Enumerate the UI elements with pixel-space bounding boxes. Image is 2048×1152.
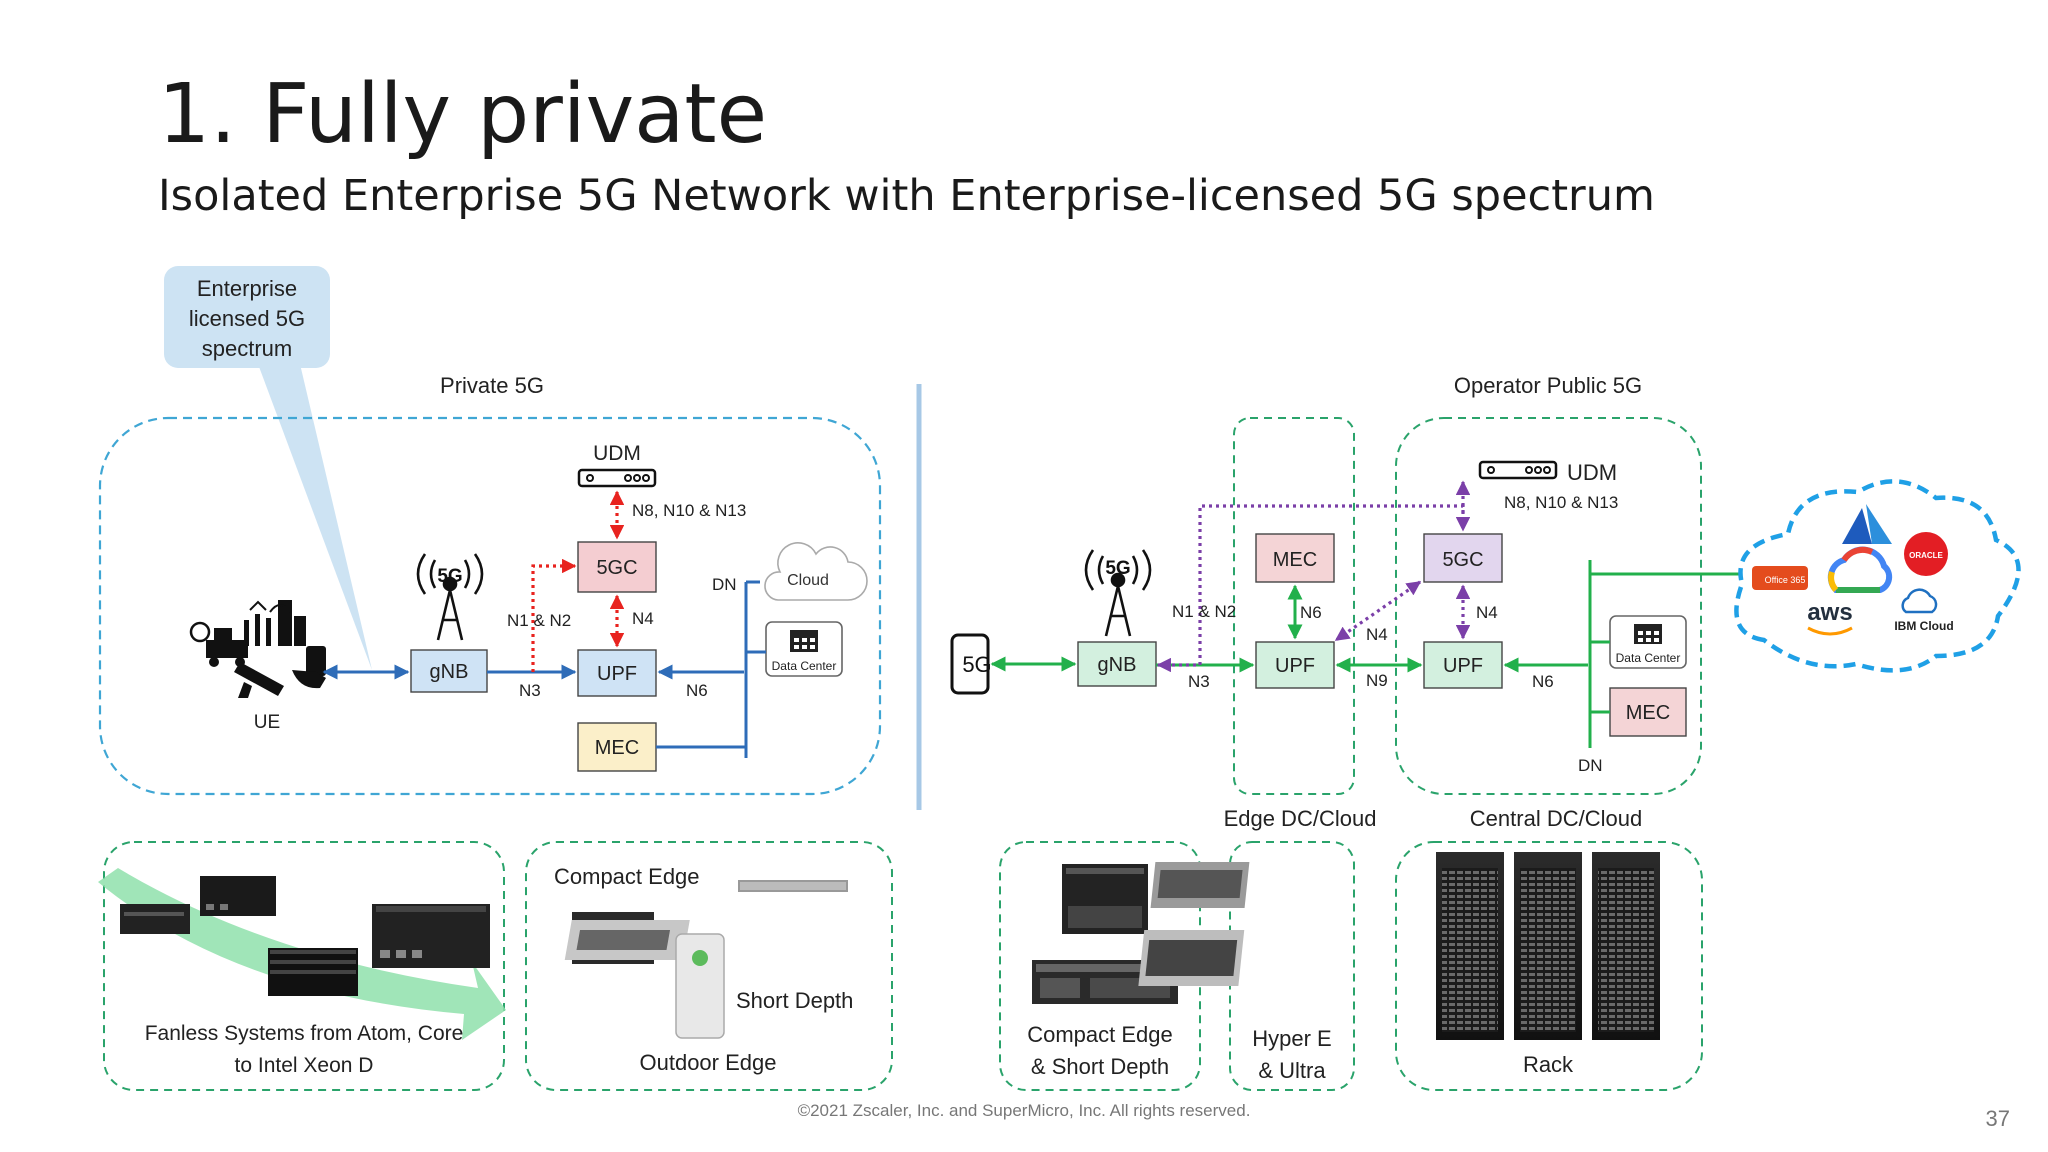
private-n4-label: N4 (632, 609, 654, 628)
operator-5gc-box (1423, 533, 1503, 583)
azure-logo (1842, 504, 1892, 544)
operator-datacenter-icon (1634, 624, 1662, 644)
private-5gc-box (577, 541, 657, 593)
phone-icon (950, 633, 990, 695)
hyper-servers-icon (1138, 862, 1250, 986)
operator-central-boundary (1395, 417, 1702, 795)
aws-text: aws (1807, 599, 1852, 626)
operator-edge-upf-box (1255, 641, 1335, 689)
private-upf-box (577, 649, 657, 697)
private-cloud-icon (764, 542, 868, 601)
phone-5g-label: 5G (962, 652, 991, 677)
page-number: 37 (1986, 1106, 2010, 1131)
private-udm-icon (577, 468, 657, 488)
google-cloud-logo (1827, 546, 1893, 593)
private-datacenter-icon (790, 630, 818, 652)
outdoor-edge-caption: Outdoor Edge (640, 1050, 777, 1075)
oracle-logo: ORACLE (1904, 532, 1948, 576)
slide-subtitle: Isolated Enterprise 5G Network with Ente… (158, 171, 1655, 221)
compact-short-caption-1: Compact Edge (1027, 1022, 1173, 1047)
operator-n4-central-label: N4 (1476, 603, 1498, 622)
operator-tower-icon (1084, 549, 1152, 637)
office365-logo: Office 365 (1752, 566, 1808, 590)
private-tower-5g: 5G (437, 566, 462, 587)
operator-datacenter-label: Data Center (1616, 651, 1681, 665)
office365-text: Office 365 (1765, 575, 1806, 585)
private-n-udm-label: N8, N10 & N13 (632, 501, 746, 520)
operator-tower-5g: 5G (1105, 558, 1130, 579)
operator-n6-central-label: N6 (1532, 672, 1554, 691)
slide-title: 1. Fully private (158, 67, 767, 162)
spectrum-callout: Enterprise licensed 5G spectrum (164, 266, 372, 670)
callout-line-3: spectrum (202, 336, 292, 361)
operator-5g-label: Operator Public 5G (1454, 373, 1642, 398)
operator-udm-label: UDM (1567, 460, 1617, 485)
private-5gc-label: 5GC (596, 557, 637, 579)
fanless-caption-2: to Intel Xeon D (235, 1054, 374, 1077)
ibm-cloud-text: IBM Cloud (1894, 619, 1953, 633)
private-udm-label: UDM (593, 442, 641, 465)
private-5g-boundary (98, 416, 882, 796)
compact-short-devices-icon (1032, 864, 1178, 1004)
operator-n1n2-label: N1 & N2 (1172, 602, 1236, 621)
hyper-caption-2: & Ultra (1258, 1058, 1326, 1083)
operator-dc-mec-box (1609, 687, 1687, 737)
central-dc-label: Central DC/Cloud (1470, 806, 1642, 831)
private-tower-icon (416, 553, 484, 641)
hyper-caption-1: Hyper E (1252, 1026, 1331, 1051)
private-dn-label: DN (712, 575, 737, 594)
private-mec-label: MEC (595, 737, 639, 759)
rack-servers-icon (1436, 852, 1660, 1040)
private-upf-label: UPF (597, 663, 637, 685)
operator-n9-label: N9 (1366, 671, 1388, 690)
ue-label: UE (254, 712, 280, 733)
private-cloud-label: Cloud (787, 572, 829, 589)
aws-logo: aws (1807, 599, 1853, 636)
hyper-box (1229, 841, 1355, 1091)
fanless-box (103, 841, 505, 1091)
operator-n4-edge-label: N4 (1366, 625, 1388, 644)
short-depth-caption: Short Depth (736, 988, 853, 1013)
operator-central-upf-label: UPF (1443, 655, 1483, 677)
edge-dc-label: Edge DC/Cloud (1224, 806, 1377, 831)
ue-devices-icon (189, 600, 326, 698)
compact-short-caption-2: & Short Depth (1031, 1054, 1169, 1079)
ibm-cloud-logo: IBM Cloud (1894, 588, 1954, 633)
operator-n6-edge-label: N6 (1300, 603, 1322, 622)
operator-udm-icon (1478, 460, 1558, 480)
operator-gnb-label: gNB (1098, 654, 1137, 676)
operator-mec-box (1255, 533, 1335, 583)
operator-gnb-box (1077, 641, 1157, 687)
operator-n-udm-label: N8, N10 & N13 (1504, 493, 1618, 512)
private-mec-box (577, 722, 657, 772)
oracle-text: ORACLE (1909, 551, 1943, 560)
private-datacenter-label: Data Center (772, 659, 837, 673)
operator-mec-label: MEC (1273, 549, 1317, 571)
operator-n3-label: N3 (1188, 672, 1210, 691)
compact-edge-title: Compact Edge (554, 864, 700, 889)
private-n3-label: N3 (519, 681, 541, 700)
operator-dn-label: DN (1578, 756, 1603, 775)
copyright-footer: ©2021 Zscaler, Inc. and SuperMicro, Inc.… (798, 1101, 1251, 1120)
operator-dc-mec-label: MEC (1626, 702, 1670, 724)
rack-caption: Rack (1523, 1052, 1574, 1077)
operator-central-upf-box (1423, 641, 1503, 689)
rack-box (1395, 841, 1703, 1091)
private-gnb-label: gNB (430, 661, 469, 683)
fanless-devices-icon (120, 876, 490, 996)
callout-line-2: licensed 5G (189, 306, 305, 331)
operator-edge-upf-label: UPF (1275, 655, 1315, 677)
operator-5gc-label: 5GC (1442, 549, 1483, 571)
public-cloud-outline (1734, 479, 2021, 673)
private-n6-label: N6 (686, 681, 708, 700)
compact-edge-devices-icon (564, 880, 848, 1039)
fanless-caption-1: Fanless Systems from Atom, Core (145, 1022, 464, 1045)
private-5g-label: Private 5G (440, 373, 544, 398)
private-n1n2-label: N1 & N2 (507, 611, 571, 630)
callout-line-1: Enterprise (197, 276, 297, 301)
